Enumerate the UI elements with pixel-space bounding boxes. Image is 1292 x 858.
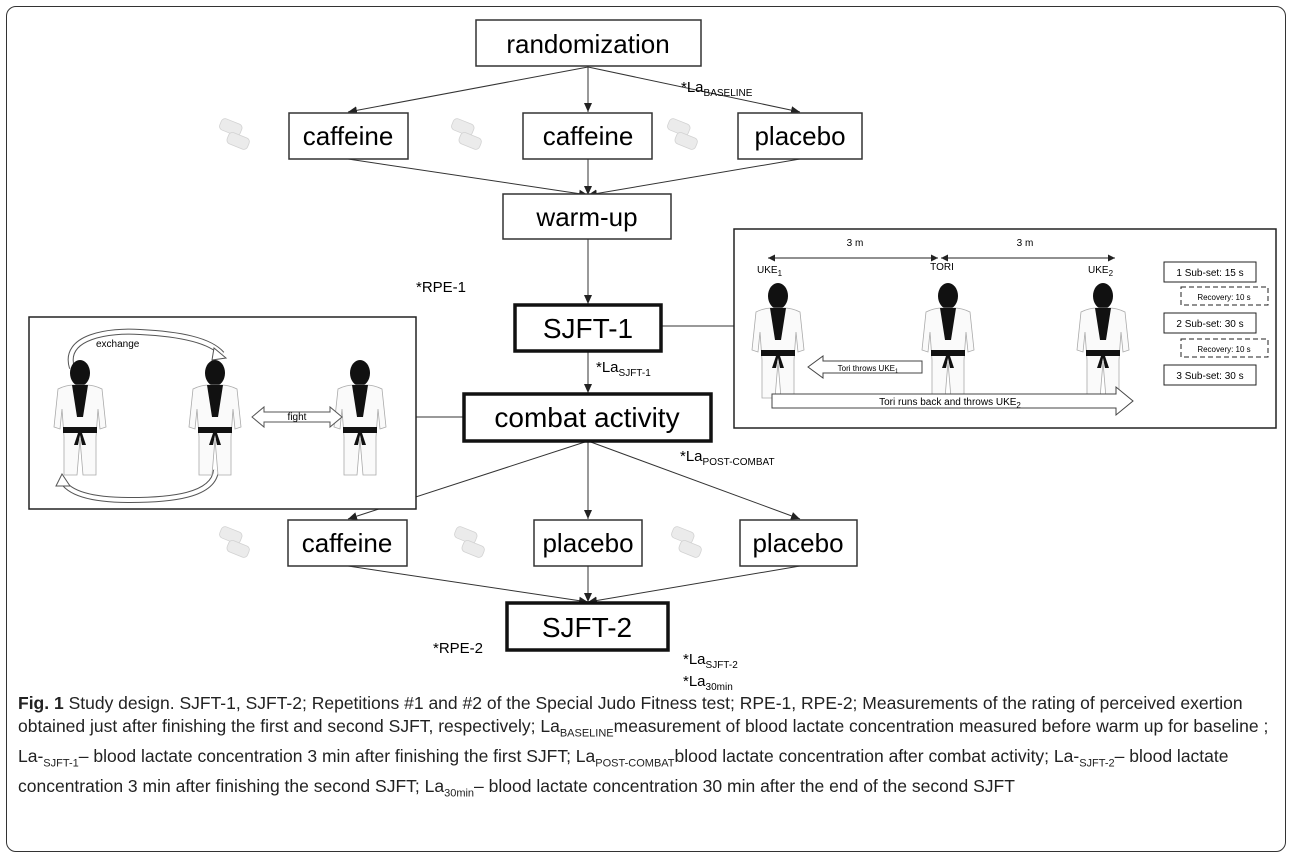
caption-subscript: 30min [444, 787, 475, 799]
recovery-2-label: Recovery: 10 s [1197, 345, 1250, 354]
tori-runs-label: Tori runs back and throws UKE2 [879, 397, 1021, 410]
svg-text:warm-up: warm-up [535, 202, 637, 232]
svg-text:placebo: placebo [754, 121, 845, 151]
node-placebo-2: placebo [533, 519, 643, 567]
svg-text:combat activity: combat activity [494, 402, 679, 433]
caption-text: Study design. SJFT-1, SJFT-2; Repetition… [18, 693, 1243, 736]
svg-text:randomization: randomization [506, 29, 669, 59]
node-combat-activity: combat activity [462, 392, 713, 443]
la-sjft1-label: *LaSJFT-1 [596, 359, 651, 379]
chewing-gum-icon [217, 525, 252, 559]
recovery-1-label: Recovery: 10 s [1197, 293, 1250, 302]
la-baseline-label: *LaBASELINE [681, 79, 753, 99]
sjft-protocol-panel: 3 m 3 m UKE1 TORI UKE2 Tori throws UKE1 … [733, 228, 1277, 429]
tori-label: TORI [930, 262, 954, 273]
la-30min-label: *La30min [683, 673, 733, 690]
node-placebo-1: placebo [737, 112, 863, 160]
figure-frame [6, 6, 1286, 852]
svg-text:placebo: placebo [752, 528, 843, 558]
distance-label-1: 3 m [847, 238, 864, 249]
subset-1-label: 1 Sub-set: 15 s [1176, 268, 1243, 279]
caption-text: – blood lactate concentration 3 min afte… [78, 745, 596, 766]
svg-text:caffeine: caffeine [543, 121, 634, 151]
rpe-2-label: *RPE-2 [433, 640, 483, 657]
chewing-gum-icon [449, 117, 484, 151]
fight-label: fight [288, 412, 307, 423]
la-post-combat-label: *LaPOST-COMBAT [680, 448, 775, 468]
svg-text:caffeine: caffeine [303, 121, 394, 151]
combat-activity-panel: exchange fight [28, 316, 417, 510]
node-caffeine-1: caffeine [288, 112, 409, 160]
subset-2-label: 2 Sub-set: 30 s [1176, 319, 1243, 330]
svg-text:SJFT-2: SJFT-2 [542, 612, 632, 643]
chewing-gum-icon [665, 117, 700, 151]
caption-text: measurement of blood lactate concentrati… [18, 715, 1269, 766]
chewing-gum-icon [669, 525, 704, 559]
svg-text:placebo: placebo [542, 528, 633, 558]
rpe-1-label: *RPE-1 [416, 279, 466, 296]
subset-3-label: 3 Sub-set: 30 s [1176, 371, 1243, 382]
node-randomization: randomization [475, 19, 702, 67]
exchange-label: exchange [96, 339, 140, 350]
caption-text: – blood lactate concentration 3 min afte… [18, 745, 1229, 796]
caption-subscript: SJFT-2 [1079, 757, 1115, 769]
node-sjft-2: SJFT-2 [505, 601, 670, 652]
svg-text:SJFT-1: SJFT-1 [543, 313, 633, 344]
study-design-diagram: randomization caffeine caffeine placebo … [28, 19, 1277, 690]
caption-text: blood lactate concentration after combat… [674, 745, 1080, 766]
uke1-label: UKE1 [757, 265, 783, 278]
node-placebo-3: placebo [739, 519, 858, 567]
node-sjft-1: SJFT-1 [513, 303, 663, 353]
caption-text: – blood lactate concentration 30 min aft… [474, 775, 1015, 796]
uke2-label: UKE2 [1088, 265, 1114, 278]
chewing-gum-icon [217, 117, 252, 151]
distance-label-2: 3 m [1017, 238, 1034, 249]
caption-subscript: POST-COMBAT [595, 757, 675, 769]
node-warm-up: warm-up [502, 193, 672, 240]
chewing-gum-icon [452, 525, 487, 559]
caption-subscript: SJFT-1 [43, 757, 79, 769]
figure-label: Fig. 1 [18, 693, 64, 713]
node-caffeine-2: caffeine [522, 112, 653, 160]
svg-text:caffeine: caffeine [302, 528, 393, 558]
caption-subscript: BASELINE [559, 727, 614, 739]
node-caffeine-3: caffeine [287, 519, 408, 567]
tori-throws-label: Tori throws UKE1 [838, 364, 899, 375]
la-sjft2-label: *LaSJFT-2 [683, 651, 738, 671]
figure-caption: Fig. 1 Study design. SJFT-1, SJFT-2; Rep… [18, 692, 1278, 805]
